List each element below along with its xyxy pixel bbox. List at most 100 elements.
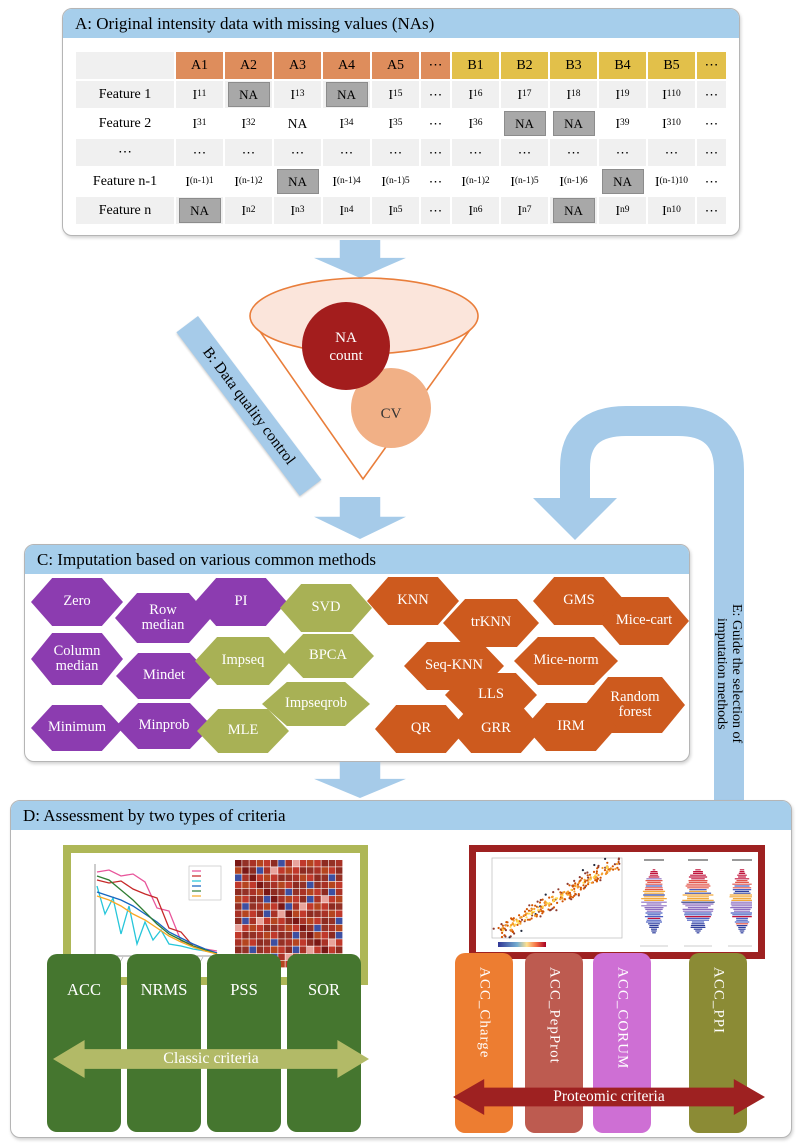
method-hex-mle: MLE bbox=[197, 709, 289, 753]
proteomic-pillar-label: ACC_Charge bbox=[476, 967, 493, 1059]
na-cell: NA bbox=[322, 80, 371, 109]
panel-d-header: D: Assessment by two types of criteria bbox=[11, 801, 791, 830]
column-header: A4 bbox=[322, 51, 371, 80]
proteomic-criteria-label: Proteomic criteria bbox=[553, 1088, 665, 1105]
na-chip: NA bbox=[325, 82, 368, 107]
data-cell: ⋯ bbox=[451, 138, 500, 167]
row-label: Feature 2 bbox=[75, 109, 175, 138]
method-hex-mice-cart: Mice-cart bbox=[599, 597, 689, 645]
funnel-illustration: NA count CV bbox=[249, 277, 479, 481]
violin-plot-thumbnail bbox=[640, 859, 752, 947]
na-chip: NA bbox=[552, 198, 595, 223]
column-header: B4 bbox=[598, 51, 647, 80]
na-count-circle bbox=[302, 302, 390, 390]
classic-pillar-pss: PSS bbox=[207, 954, 281, 1132]
method-hex-irm: IRM bbox=[525, 703, 617, 751]
proteomic-criteria-plots-frame bbox=[469, 845, 765, 959]
panel-d: D: Assessment by two types of criteria A… bbox=[10, 800, 792, 1138]
data-cell: I(n-1)5 bbox=[500, 167, 549, 196]
panel-e-label: E: Guide the selection of imputation met… bbox=[714, 545, 744, 803]
panel-a-header: A: Original intensity data with missing … bbox=[63, 9, 739, 38]
proteomic-pillar-acc-corum: ACC_CORUM bbox=[593, 953, 651, 1133]
proteomic-pillar-label: ACC_CORUM bbox=[614, 967, 631, 1070]
column-header: B3 bbox=[549, 51, 598, 80]
table-corner bbox=[75, 51, 175, 80]
method-hex-zero: Zero bbox=[31, 578, 123, 626]
panel-a: A: Original intensity data with missing … bbox=[62, 8, 740, 236]
data-cell: ⋯ bbox=[420, 80, 451, 109]
method-hex-column-median: Column median bbox=[31, 633, 123, 685]
data-cell: ⋯ bbox=[696, 196, 727, 225]
na-chip: NA bbox=[601, 169, 644, 194]
method-hex-pi: PI bbox=[195, 578, 287, 626]
method-hex-impseqrob: Impseqrob bbox=[262, 682, 370, 726]
data-cell: I(n-1)2 bbox=[224, 167, 273, 196]
feedback-arrow-e-to-c bbox=[533, 406, 744, 566]
column-header: ⋯ bbox=[420, 51, 451, 80]
method-hex-knn: KNN bbox=[367, 577, 459, 625]
na-cell: NA bbox=[549, 196, 598, 225]
flow-arrow-a-to-b bbox=[314, 240, 406, 278]
data-cell: ⋯ bbox=[696, 167, 727, 196]
data-cell: ⋯ bbox=[420, 109, 451, 138]
method-hex-bpca: BPCA bbox=[282, 634, 374, 678]
panel-d-title: D: Assessment by two types of criteria bbox=[23, 805, 286, 825]
column-header: A3 bbox=[273, 51, 322, 80]
panel-e-label-line1: E: Guide the selection of bbox=[729, 604, 744, 744]
flow-arrow-c-to-d bbox=[314, 762, 406, 798]
method-hex-impseq: Impseq bbox=[195, 637, 291, 685]
data-cell: ⋯ bbox=[420, 167, 451, 196]
method-hex-row-median: Row median bbox=[115, 593, 211, 643]
data-cell: ⋯ bbox=[175, 138, 224, 167]
data-cell: I(n-1)6 bbox=[549, 167, 598, 196]
panel-c-header: C: Imputation based on various common me… bbox=[25, 545, 689, 574]
column-header: ⋯ bbox=[696, 51, 727, 80]
row-label: Feature 1 bbox=[75, 80, 175, 109]
data-cell: NA bbox=[273, 109, 322, 138]
data-cell: ⋯ bbox=[420, 138, 451, 167]
scatter-plot-thumbnail bbox=[491, 857, 623, 947]
data-cell: ⋯ bbox=[549, 138, 598, 167]
na-cell: NA bbox=[500, 109, 549, 138]
panel-e-banner: E: Guide the selection of imputation met… bbox=[714, 545, 744, 803]
method-hex-minimum: Minimum bbox=[31, 705, 123, 751]
proteomic-pillar-label: ACC_PepProt bbox=[546, 967, 563, 1064]
column-header: A1 bbox=[175, 51, 224, 80]
column-header: B2 bbox=[500, 51, 549, 80]
data-cell: ⋯ bbox=[696, 138, 727, 167]
data-cell: ⋯ bbox=[371, 138, 420, 167]
method-hex-grr: GRR bbox=[450, 705, 542, 753]
heatmap-thumbnail bbox=[235, 860, 343, 968]
data-cell: ⋯ bbox=[224, 138, 273, 167]
cv-circle bbox=[351, 368, 431, 448]
data-cell: I(n-1)2 bbox=[451, 167, 500, 196]
panel-b-label: B: Data quality control bbox=[199, 343, 299, 468]
method-hex-minprob: Minprob bbox=[116, 703, 212, 749]
method-hex-trknn: trKNN bbox=[443, 599, 539, 647]
column-header: B1 bbox=[451, 51, 500, 80]
na-chip: NA bbox=[552, 111, 595, 136]
data-cell: ⋯ bbox=[696, 80, 727, 109]
flow-arrow-b-to-c bbox=[314, 497, 406, 539]
row-label: Feature n bbox=[75, 196, 175, 225]
